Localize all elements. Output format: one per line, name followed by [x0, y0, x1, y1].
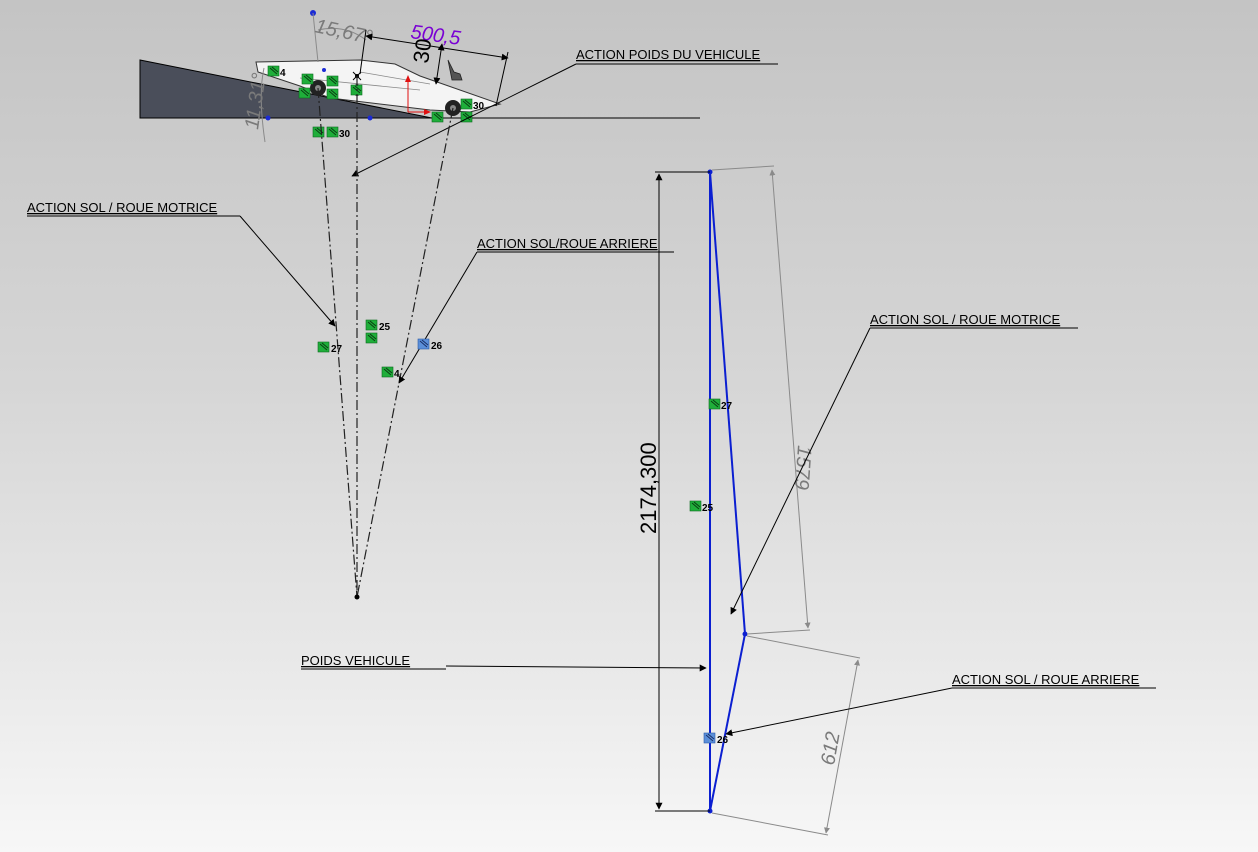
annotation-action-sol-roue-arriere-left[interactable]: ACTION SOL/ROUE ARRIERE	[398, 236, 674, 384]
svg-text:2174,300: 2174,300	[636, 442, 661, 534]
svg-text:ACTION SOL / ROUE MOTRICE: ACTION SOL / ROUE MOTRICE	[27, 200, 218, 215]
svg-text:27: 27	[721, 401, 733, 412]
force-polygon	[707, 169, 748, 814]
relation-27-right[interactable]: 27	[708, 398, 733, 412]
svg-text:15,67°: 15,67°	[313, 15, 374, 49]
dimension-ramp-angle[interactable]: 11,31°	[241, 67, 271, 143]
annotation-poids-vehicule[interactable]: POIDS VEHICULE	[301, 653, 707, 672]
relation-icon[interactable]	[326, 88, 339, 100]
relation-icon[interactable]	[431, 111, 444, 123]
svg-text:ACTION POIDS DU VEHICULE: ACTION POIDS DU VEHICULE	[576, 47, 761, 62]
relation-30-bottom[interactable]: 30	[312, 126, 351, 140]
relation-4-top[interactable]: 4	[267, 65, 286, 79]
svg-text:4: 4	[394, 369, 400, 380]
relation-icon[interactable]	[301, 73, 314, 85]
annotation-action-sol-roue-motrice-left[interactable]: ACTION SOL / ROUE MOTRICE	[27, 200, 336, 327]
relation-icon[interactable]	[298, 87, 311, 99]
svg-text:25: 25	[702, 503, 714, 514]
relation-26-mid[interactable]: 26	[417, 338, 443, 352]
concurrency-point	[354, 594, 360, 600]
relation-26-right[interactable]: 26	[703, 732, 729, 746]
annotation-action-poids-vehicule[interactable]: ACTION POIDS DU VEHICULE	[351, 47, 778, 177]
relation-30-top-right[interactable]: 30	[460, 98, 485, 112]
annotation-action-sol-roue-motrice-right[interactable]: ACTION SOL / ROUE MOTRICE	[730, 312, 1078, 615]
svg-text:26: 26	[717, 735, 729, 746]
svg-text:612: 612	[817, 730, 844, 767]
svg-text:ACTION SOL / ROUE ARRIERE: ACTION SOL / ROUE ARRIERE	[952, 672, 1140, 687]
relation-25-mid[interactable]: 25	[365, 319, 391, 344]
svg-text:30: 30	[339, 129, 351, 140]
dimension-vertical-total[interactable]: 2174,300	[636, 171, 710, 812]
dimension-offset-top[interactable]: 30	[408, 37, 445, 85]
svg-text:ACTION SOL/ROUE ARRIERE: ACTION SOL/ROUE ARRIERE	[477, 236, 658, 251]
svg-text:26: 26	[431, 341, 443, 352]
ramp	[139, 59, 433, 119]
svg-text:4: 4	[280, 68, 286, 79]
relation-4-mid[interactable]: 4	[381, 366, 400, 380]
force-lines	[317, 76, 454, 600]
dimension-arriere-length[interactable]: 612	[711, 635, 861, 836]
svg-text:POIDS VEHICULE: POIDS VEHICULE	[301, 653, 410, 668]
svg-text:30: 30	[473, 101, 485, 112]
relation-25-right[interactable]: 25	[689, 500, 714, 514]
annotation-action-sol-roue-arriere-right[interactable]: ACTION SOL / ROUE ARRIERE	[725, 672, 1156, 737]
relation-27-mid[interactable]: 27	[317, 341, 343, 355]
svg-text:25: 25	[379, 322, 391, 333]
relation-icon[interactable]	[326, 75, 339, 87]
svg-text:ACTION SOL / ROUE MOTRICE: ACTION SOL / ROUE MOTRICE	[870, 312, 1061, 327]
svg-text:30: 30	[408, 37, 436, 65]
svg-text:27: 27	[331, 344, 343, 355]
